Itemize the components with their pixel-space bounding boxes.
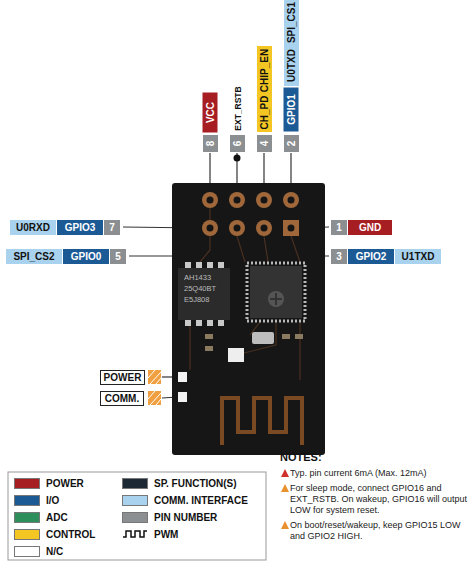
legend-swatch [14, 546, 40, 557]
pwm-symbol [122, 528, 148, 540]
chip-marking: AH1433 [184, 273, 211, 282]
junction-dot [234, 155, 241, 162]
legend-swatch [14, 495, 40, 506]
led-icons [148, 370, 161, 405]
components [178, 332, 303, 402]
legend-text: N/C [46, 546, 63, 557]
io-pin-label: GPIO1 [284, 87, 299, 131]
control-pin-label: CHIP_EN [257, 46, 272, 95]
power-pin-label: GND [348, 220, 392, 235]
warning-icon [281, 521, 289, 529]
pin-number: 3 [331, 249, 347, 264]
note-text: Typ. pin current 6mA (Max. 12mA) [290, 468, 468, 479]
pin-number: 5 [110, 249, 126, 264]
legend-swatch [14, 512, 40, 523]
pwm-wave [123, 531, 147, 537]
io-pin-label: GPIO2 [348, 249, 394, 264]
pin-number: 2 [284, 135, 299, 152]
legend-entry: SP. FUNCTION(S) [122, 476, 237, 490]
legend-frame [8, 472, 266, 560]
legend-text: PIN NUMBER [154, 512, 217, 523]
pin-number: 4 [257, 135, 272, 152]
comm-pin-label: U0RXD [10, 220, 56, 235]
legend-swatch [14, 529, 40, 540]
pin-number: 6 [230, 135, 245, 152]
legend-entry: COMM. INTERFACE [122, 493, 248, 507]
note-text: On boot/reset/wakeup, keep GPIO15 LOW an… [290, 520, 468, 542]
pin-number: 1 [331, 220, 347, 235]
legend-text: CONTROL [46, 529, 95, 540]
chip-marking: E5J808 [184, 295, 209, 304]
esp8266-chip [247, 263, 305, 321]
control-pin-label: CH_PD [257, 93, 272, 132]
legend-swatch [14, 478, 40, 489]
pin-number: 8 [203, 135, 218, 152]
notes-heading: NOTES: [280, 451, 322, 463]
legend-entry: PIN NUMBER [122, 510, 217, 524]
legend-entry: PWM [122, 527, 178, 541]
legend-text: SP. FUNCTION(S) [154, 478, 237, 489]
legend-entry: CONTROL [14, 527, 95, 541]
legend-text: ADC [46, 512, 68, 523]
legend-text: POWER [46, 478, 84, 489]
pcb-antenna [222, 398, 302, 445]
note-text: For sleep mode, connect GPIO16 and EXT_R… [290, 483, 468, 516]
comm-pin-label: U1TXD [395, 249, 441, 264]
warning-icon [281, 469, 289, 477]
comm-pin-label: SPI_CS1 [284, 0, 299, 46]
warning-icon [281, 484, 289, 492]
legend-entry: POWER [14, 476, 84, 490]
led-label: COMM. [100, 391, 144, 406]
legend-entry: ADC [14, 510, 68, 524]
legend-swatch [122, 512, 148, 523]
legend-swatch [122, 478, 148, 489]
legend-text: PWM [154, 529, 178, 540]
led-label: POWER [100, 370, 145, 385]
legend-text: I/O [46, 495, 59, 506]
legend-entry: N/C [14, 544, 63, 558]
header-pins [202, 192, 299, 236]
comm-pin-label: U0TXD [284, 45, 299, 86]
nc-pin-label: EXT_RSTB [230, 83, 245, 133]
comm-pin-label: SPI_CS2 [6, 249, 62, 264]
legend-swatch [122, 495, 148, 506]
legend-text: COMM. INTERFACE [154, 495, 248, 506]
power-pin-label: VCC [203, 92, 218, 132]
io-pin-label: GPIO0 [63, 249, 109, 264]
legend-entry: I/O [14, 493, 59, 507]
chip-marking: 25Q40BT [184, 284, 216, 293]
pcb [172, 183, 325, 455]
flash-chip [178, 262, 230, 326]
io-pin-label: GPIO3 [57, 220, 103, 235]
pin-number: 7 [104, 220, 120, 235]
